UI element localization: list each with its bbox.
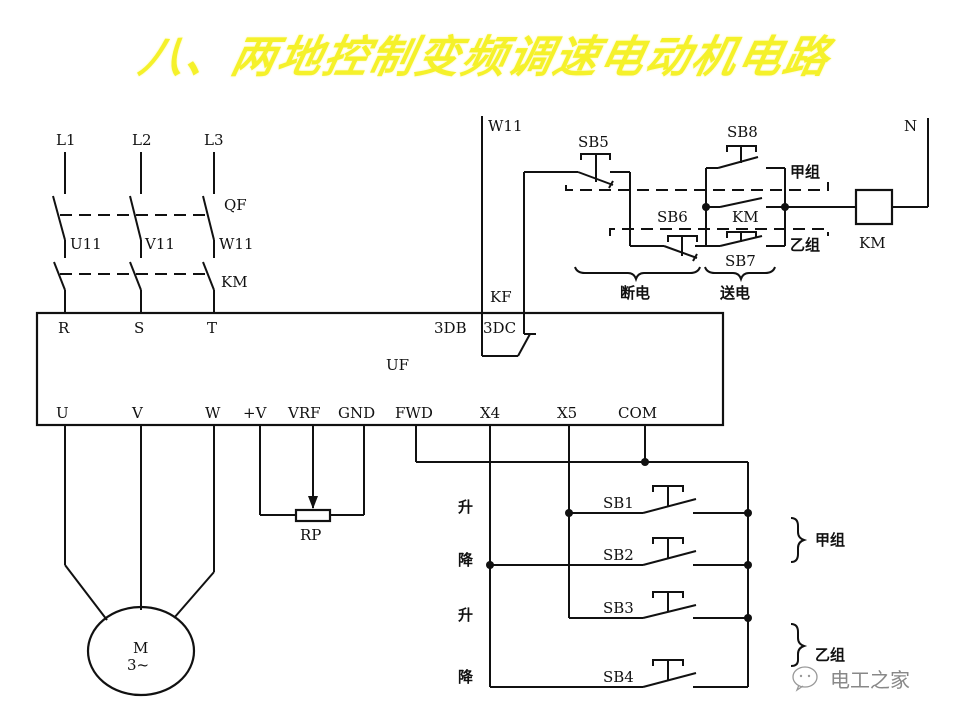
label-sb1: SB1 bbox=[603, 494, 634, 512]
label-qf: QF bbox=[224, 196, 247, 214]
watermark-text: 电工之家 bbox=[830, 667, 910, 692]
label-sb6: SB6 bbox=[657, 208, 688, 226]
label-km-main: KM bbox=[221, 273, 248, 291]
label-v11: V11 bbox=[144, 235, 175, 253]
terminal-s: S bbox=[134, 319, 144, 337]
label-power-off: 断电 bbox=[620, 284, 650, 302]
label-l3: L3 bbox=[204, 131, 224, 149]
label-sb4: SB4 bbox=[603, 668, 634, 686]
label-sb7: SB7 bbox=[725, 252, 756, 270]
label-sb8: SB8 bbox=[727, 123, 758, 141]
label-w11: W11 bbox=[219, 235, 254, 253]
label-kf: KF bbox=[490, 288, 512, 306]
terminal-3db: 3DB bbox=[434, 319, 467, 337]
terminal-plus-v: +V bbox=[243, 404, 268, 422]
label-group-b-top: 乙组 bbox=[790, 236, 820, 254]
wechat-icon bbox=[792, 666, 818, 692]
label-l1: L1 bbox=[56, 131, 76, 149]
label-rp: RP bbox=[300, 526, 321, 544]
terminal-x4: X4 bbox=[480, 404, 500, 422]
inverter-label: UF bbox=[386, 356, 409, 374]
label-sb5: SB5 bbox=[578, 133, 609, 151]
label-km-coil: KM bbox=[859, 234, 886, 252]
control-circuit: SB5 SB6 SB8 KM SB7 bbox=[524, 117, 929, 302]
label-sb3: SB3 bbox=[603, 599, 634, 617]
label-down-1: 降 bbox=[458, 551, 474, 569]
terminal-t: T bbox=[207, 319, 217, 337]
label-group-a-top: 甲组 bbox=[790, 163, 820, 181]
terminal-fwd: FWD bbox=[395, 404, 433, 422]
label-up-1: 升 bbox=[458, 498, 473, 516]
terminal-3dc: 3DC bbox=[483, 319, 516, 337]
terminal-gnd: GND bbox=[338, 404, 375, 422]
label-l2: L2 bbox=[132, 131, 152, 149]
label-n: N bbox=[904, 117, 917, 135]
motor-phase: 3~ bbox=[127, 656, 149, 674]
terminal-w: W bbox=[205, 404, 221, 422]
contactor-km: KM bbox=[53, 261, 248, 313]
terminal-com: COM bbox=[618, 404, 657, 422]
terminal-x5: X5 bbox=[557, 404, 577, 422]
terminal-vrf: VRF bbox=[287, 404, 321, 422]
terminal-u: U bbox=[56, 404, 69, 422]
label-sb2: SB2 bbox=[603, 546, 634, 564]
terminal-r: R bbox=[58, 319, 70, 337]
breaker-qf: QF U11 V11 W11 bbox=[52, 195, 254, 258]
motor: M 3~ bbox=[64, 425, 215, 697]
watermark: 电工之家 bbox=[790, 662, 910, 694]
potentiometer-rp: RP bbox=[259, 425, 365, 544]
label-km-aux: KM bbox=[732, 208, 759, 226]
label-u11: U11 bbox=[70, 235, 102, 253]
label-w11-feed: W11 bbox=[488, 117, 523, 135]
label-down-2: 降 bbox=[458, 668, 474, 686]
relay-kf: W11 KF bbox=[481, 116, 536, 357]
power-input: L1 L2 L3 bbox=[56, 131, 224, 194]
label-group-b-speed: 乙组 bbox=[815, 646, 845, 664]
label-group-a-speed: 甲组 bbox=[815, 531, 845, 549]
label-power-on: 送电 bbox=[719, 284, 750, 302]
inverter-uf: R S T 3DB 3DC UF U V W +V VRF GND FWD X4… bbox=[35, 311, 725, 427]
label-up-2: 升 bbox=[458, 606, 473, 624]
speed-control: SB1 升 SB2 降 SB3 升 SB4 降 甲组 乙组 bbox=[415, 425, 845, 688]
motor-label: M bbox=[133, 639, 148, 657]
terminal-v: V bbox=[131, 404, 144, 422]
